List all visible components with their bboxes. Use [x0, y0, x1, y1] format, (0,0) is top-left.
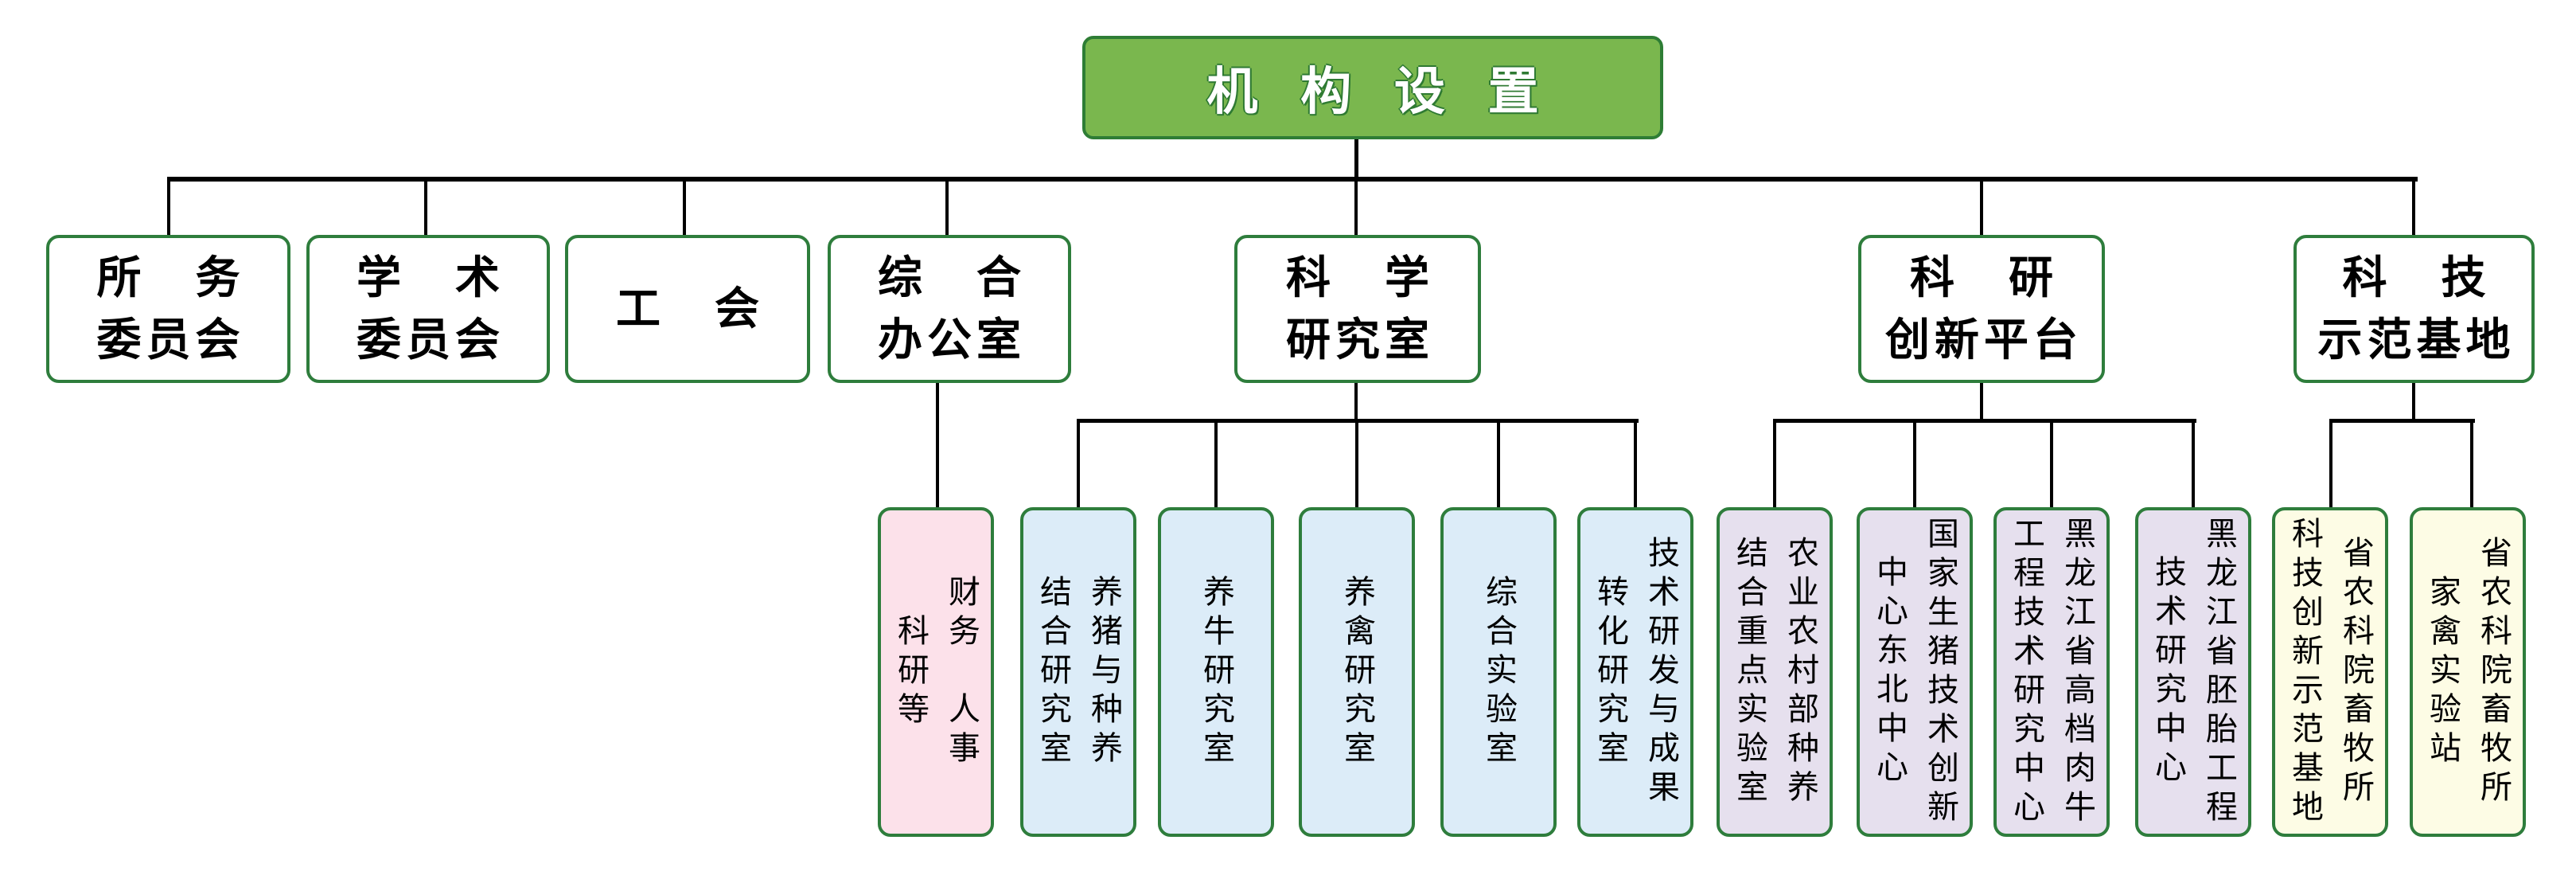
- vertical-text: 财务 人事 科研等: [883, 517, 989, 827]
- connector-drop-l3-6: [1634, 419, 1637, 508]
- connector-drop-l3-9: [2050, 419, 2053, 508]
- vertical-text: 国家生猪技术创新 中心东北中心: [1861, 517, 1968, 830]
- vertical-text-column: 中心东北中心: [1872, 555, 1908, 789]
- vertical-text-column: 科技创新示范基地: [2287, 517, 2323, 830]
- box-label-line: 科 研: [1910, 252, 2058, 303]
- vertical-text-column: 养猪与种养: [1086, 574, 1122, 770]
- box-label-line: 所 务: [96, 252, 245, 303]
- vertical-text: 养禽研究室: [1329, 517, 1385, 827]
- vertical-text-column: 技术研发与成果: [1643, 535, 1679, 809]
- box-label-line: 研究室: [1286, 315, 1434, 365]
- box-poultry-experiment-station: 省农科院畜牧所 家禽实验站: [2410, 507, 2526, 837]
- box-label-line: 委员会: [96, 315, 245, 365]
- connector-drop-l3-5: [1497, 419, 1500, 508]
- vertical-text: 黑龙江省高档肉牛 工程技术研究中心: [1998, 517, 2105, 830]
- connector-stem-demo-base: [2412, 381, 2415, 422]
- box-national-pig-center: 国家生猪技术创新 中心东北中心: [1857, 507, 1973, 837]
- connector-drop-l2-7: [2412, 177, 2415, 237]
- box-embryo-engineering-center: 黑龙江省胚胎工程 技术研究中心: [2135, 507, 2251, 837]
- connector-drop-l2-1: [167, 177, 170, 237]
- connector-stem-general-office: [936, 381, 939, 508]
- vertical-text: 省农科院畜牧所 家禽实验站: [2414, 517, 2521, 827]
- vertical-text: 黑龙江省胚胎工程 技术研究中心: [2140, 517, 2247, 830]
- box-label-line: 委员会: [357, 315, 505, 365]
- connector-drop-l2-2: [424, 177, 427, 237]
- box-finance-hr-research: 财务 人事 科研等: [878, 507, 994, 837]
- connector-stem-science-research: [1354, 381, 1358, 422]
- vertical-text-column: 结合重点实验室: [1732, 535, 1767, 809]
- vertical-text: 养牛研究室: [1188, 517, 1244, 827]
- box-cattle-research-room: 养牛研究室: [1158, 507, 1274, 837]
- connector-rail-innovation-platform: [1773, 419, 2196, 423]
- vertical-text-column: 结合研究室: [1035, 574, 1071, 770]
- box-label-line: 学 术: [357, 252, 505, 303]
- vertical-text-column: 国家生猪技术创新: [1923, 517, 1958, 830]
- box-label-line: 办公室: [878, 315, 1026, 365]
- vertical-text-column: 省农科院畜牧所: [2338, 535, 2374, 809]
- vertical-text-column: 黑龙江省高档肉牛: [2060, 517, 2095, 830]
- connector-drop-l2-6: [1980, 177, 1983, 237]
- vertical-text: 养猪与种养 结合研究室: [1025, 517, 1132, 827]
- connector-rail-demo-base: [2329, 419, 2475, 423]
- box-innovation-demo-base: 省农科院畜牧所 科技创新示范基地: [2272, 507, 2388, 837]
- box-label-line: 示范基地: [2317, 315, 2516, 365]
- box-research-innovation-platform: 科 研 创新平台: [1858, 235, 2105, 383]
- connector-drop-l3-4: [1355, 419, 1358, 508]
- box-pig-crop-livestock-room: 养猪与种养 结合研究室: [1020, 507, 1136, 837]
- box-moa-key-lab: 农业农村部种养 结合重点实验室: [1717, 507, 1833, 837]
- vertical-text-column: 工程技术研究中心: [2009, 517, 2044, 830]
- box-label-line: 综 合: [878, 252, 1026, 303]
- box-academic-committee: 学 术 委员会: [306, 235, 550, 383]
- box-label-line: 科 学: [1286, 252, 1434, 303]
- connector-drop-l2-4: [945, 177, 949, 237]
- vertical-text-column: 家禽实验站: [2425, 574, 2461, 770]
- vertical-text-column: 养牛研究室: [1198, 574, 1234, 770]
- vertical-text-column: 黑龙江省胚胎工程: [2201, 517, 2237, 830]
- box-tech-demonstration-base: 科 技 示范基地: [2293, 235, 2535, 383]
- box-beef-cattle-center: 黑龙江省高档肉牛 工程技术研究中心: [1993, 507, 2110, 837]
- vertical-text-column: 省农科院畜牧所: [2476, 535, 2512, 809]
- box-labor-union: 工 会: [565, 235, 810, 383]
- vertical-text: 技术研发与成果 转化研究室: [1582, 517, 1689, 827]
- connector-drop-l3-3: [1214, 419, 1218, 508]
- vertical-text-column: 综合实验室: [1481, 574, 1517, 770]
- vertical-text-column: 农业农村部种养: [1783, 535, 1818, 809]
- connector-drop-l2-5: [1354, 177, 1358, 237]
- vertical-text: 省农科院畜牧所 科技创新示范基地: [2277, 517, 2383, 830]
- vertical-text: 农业农村部种养 结合重点实验室: [1721, 517, 1828, 827]
- box-poultry-research-room: 养禽研究室: [1299, 507, 1415, 837]
- connector-drop-l3-2: [1077, 419, 1080, 508]
- box-org-structure-title: 机 构 设 置: [1082, 36, 1663, 139]
- connector-drop-l3-12: [2470, 419, 2473, 508]
- connector-stem-innovation-platform: [1980, 381, 1983, 422]
- connector-drop-l3-10: [2192, 419, 2195, 508]
- box-comprehensive-lab: 综合实验室: [1440, 507, 1557, 837]
- box-general-office: 综 合 办公室: [828, 235, 1071, 383]
- vertical-text-column: 养禽研究室: [1339, 574, 1375, 770]
- vertical-text-column: 财务 人事: [944, 574, 980, 770]
- box-science-research-office: 科 学 研究室: [1234, 235, 1481, 383]
- connector-title-stem: [1354, 139, 1358, 179]
- page-title: 机 构 设 置: [1206, 63, 1553, 120]
- box-label-line: 科 技: [2342, 252, 2491, 303]
- box-institute-affairs-committee: 所 务 委员会: [46, 235, 290, 383]
- connector-drop-l3-8: [1913, 419, 1916, 508]
- box-label-line: 创新平台: [1885, 315, 2083, 365]
- box-label-line: 工 会: [616, 283, 764, 334]
- connector-rail-level1: [169, 177, 2418, 182]
- connector-drop-l3-11: [2329, 419, 2332, 508]
- box-tech-rd-transfer-room: 技术研发与成果 转化研究室: [1577, 507, 1693, 837]
- connector-drop-l2-3: [683, 177, 686, 237]
- vertical-text-column: 科研等: [893, 613, 929, 731]
- vertical-text-column: 转化研究室: [1592, 574, 1628, 770]
- vertical-text: 综合实验室: [1471, 517, 1526, 827]
- vertical-text-column: 技术研究中心: [2150, 555, 2186, 789]
- connector-drop-l3-7: [1773, 419, 1776, 508]
